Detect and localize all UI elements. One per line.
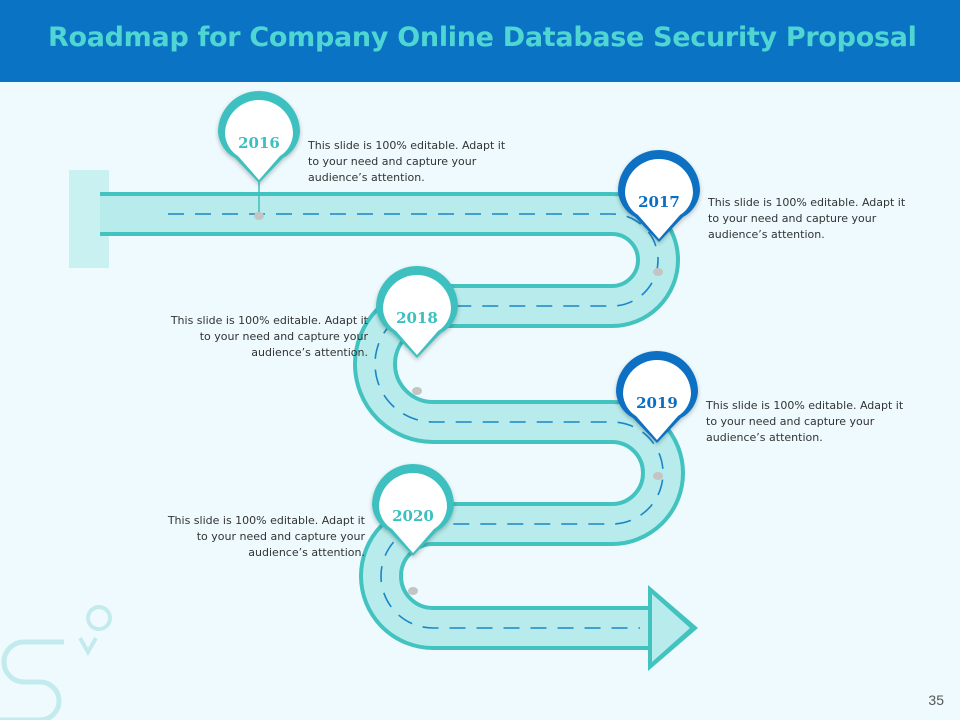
road-dots — [254, 212, 663, 595]
map-pin-2018 — [376, 266, 458, 358]
year-label-2017: 2017 — [638, 193, 680, 211]
year-label-2019: 2019 — [636, 394, 678, 412]
milestone-2019-description: This slide is 100% editable. Adapt it to… — [706, 399, 904, 444]
road-center-dashes — [168, 213, 664, 629]
year-label-2016: 2016 — [238, 134, 280, 152]
slide-title: Roadmap for Company Online Database Secu… — [48, 22, 917, 53]
map-pin-2020 — [372, 464, 454, 556]
map-pin-2019 — [616, 351, 698, 443]
map-pin-2016 — [218, 91, 300, 183]
page-number: 35 — [928, 692, 944, 708]
year-label-2018: 2018 — [396, 309, 438, 327]
year-label-2020: 2020 — [392, 507, 434, 525]
milestone-2018-description: This slide is 100% editable. Adapt it to… — [170, 314, 368, 359]
map-pin-2017 — [618, 150, 700, 242]
milestone-2016-description: This slide is 100% editable. Adapt it to… — [308, 139, 506, 184]
milestone-2017-description: This slide is 100% editable. Adapt it to… — [708, 196, 906, 241]
road-with-pin-icon — [0, 605, 112, 720]
header-bar: Roadmap for Company Online Database Secu… — [0, 0, 960, 82]
milestone-2020-description: This slide is 100% editable. Adapt it to… — [167, 514, 365, 559]
